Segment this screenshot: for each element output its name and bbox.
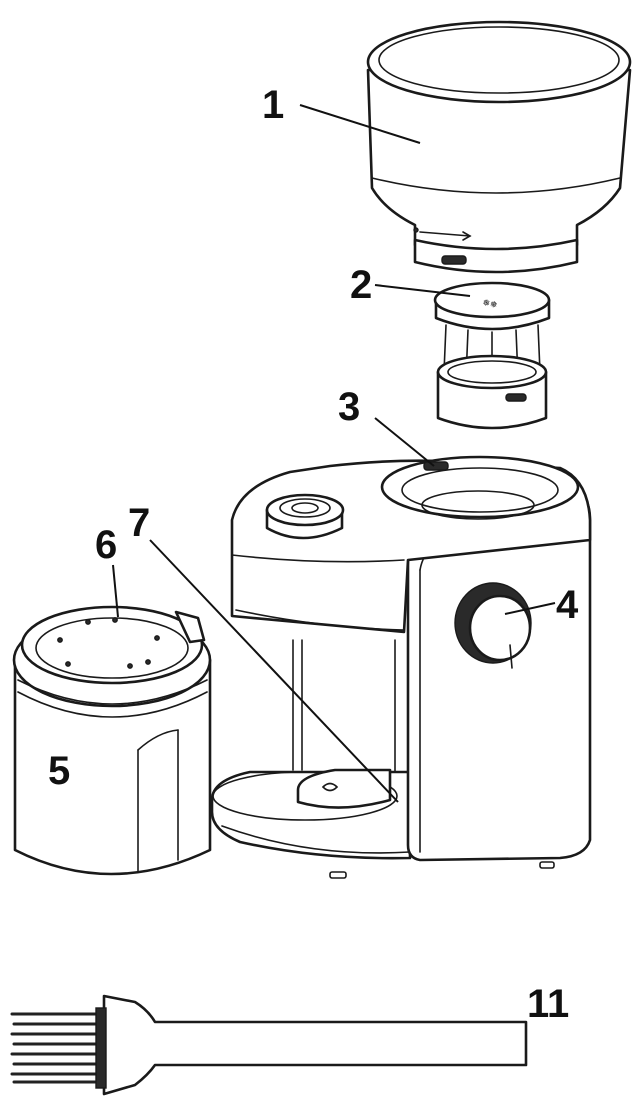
leader-6 [112,564,119,618]
leader-4 [504,602,556,615]
callout-7: 7 [128,501,150,545]
hopper [366,20,632,274]
leader-2 [374,284,471,297]
container-lid [20,605,206,685]
leader-3 [374,417,435,467]
svg-text:❅❅: ❅❅ [482,297,499,310]
callout-1: 1 [262,83,284,127]
callout-6: 6 [95,523,117,567]
leader-7 [149,539,399,803]
grinder-base [210,768,555,879]
callout-3: 3 [338,385,360,429]
leader-1 [299,104,421,144]
grinder-head [230,455,592,773]
cleaning-brush [10,994,528,1096]
grind-adapter: ❅❅ [433,281,551,430]
callout-5: 5 [48,749,70,793]
callout-11: 11 [527,982,569,1026]
callout-4: 4 [556,583,579,627]
callout-2: 2 [350,263,372,307]
